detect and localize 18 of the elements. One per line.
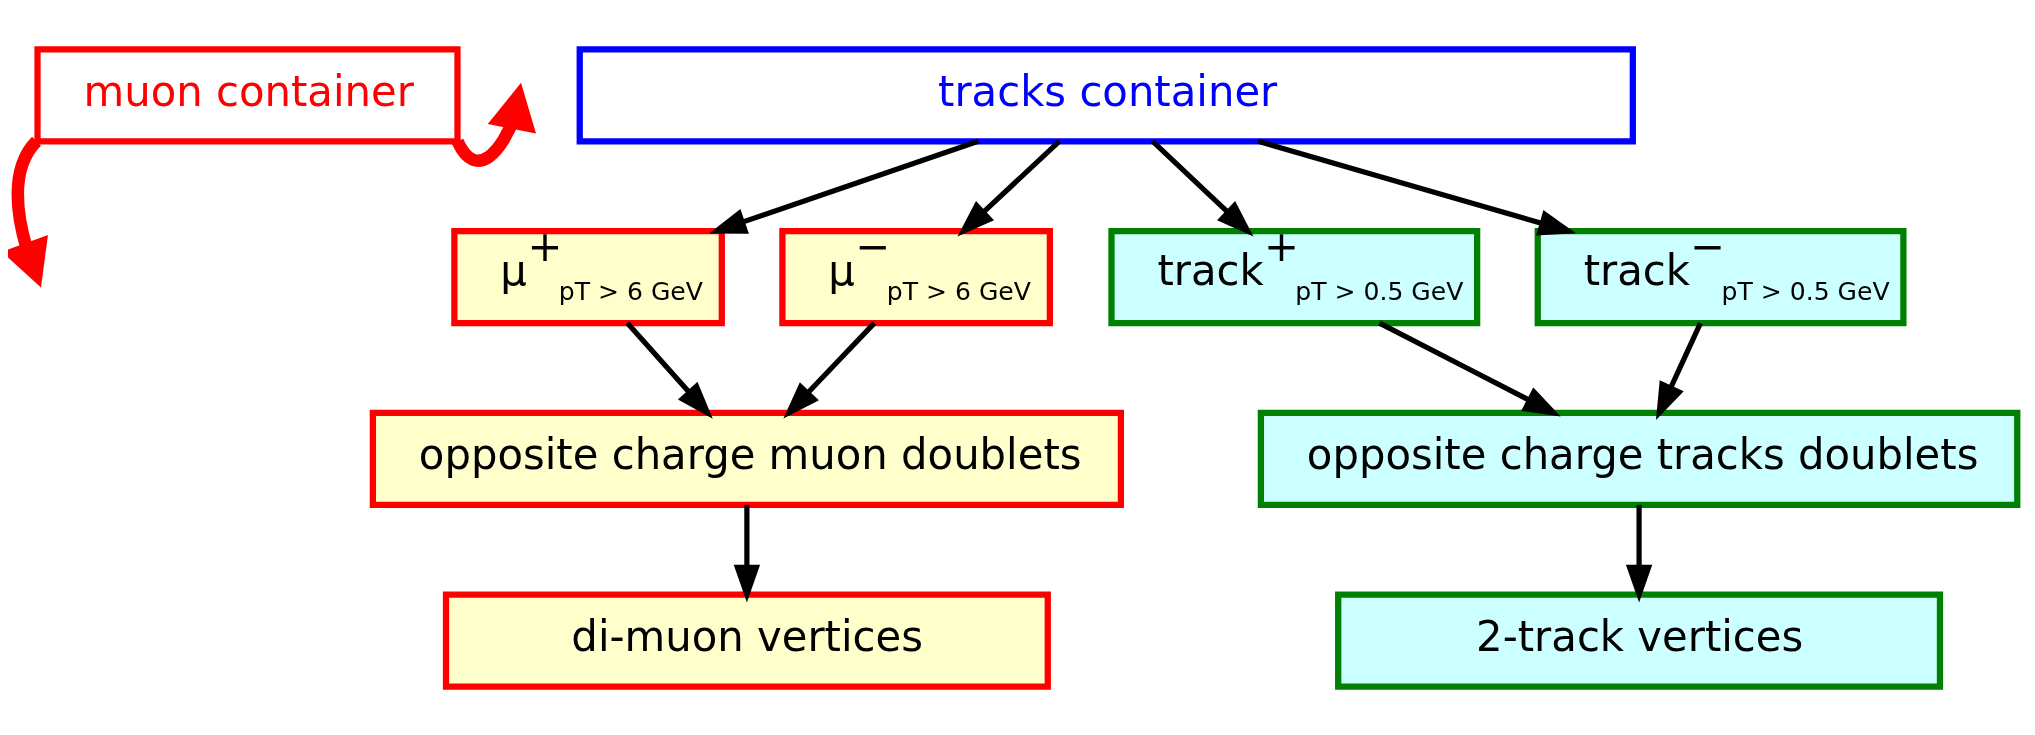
node-box: muon container bbox=[34, 45, 461, 144]
arrow bbox=[452, 82, 536, 167]
arrow bbox=[1655, 321, 1703, 420]
arrow bbox=[8, 136, 48, 287]
arrow bbox=[625, 320, 713, 419]
node-box: opposite charge tracks doublets bbox=[1257, 409, 2021, 508]
node-box: tracks container bbox=[576, 45, 1636, 144]
arrow bbox=[1625, 504, 1653, 602]
node-box: di-muon vertices bbox=[442, 591, 1051, 690]
arrow bbox=[709, 138, 980, 234]
arrow bbox=[1257, 138, 1576, 235]
arrow bbox=[733, 504, 761, 602]
arrow bbox=[783, 320, 877, 419]
node-box: opposite charge muon doublets bbox=[369, 409, 1125, 508]
node-box: 2-track vertices bbox=[1335, 591, 1944, 690]
arrow bbox=[957, 138, 1062, 236]
arrow bbox=[1150, 138, 1254, 236]
arrow bbox=[1378, 320, 1561, 416]
